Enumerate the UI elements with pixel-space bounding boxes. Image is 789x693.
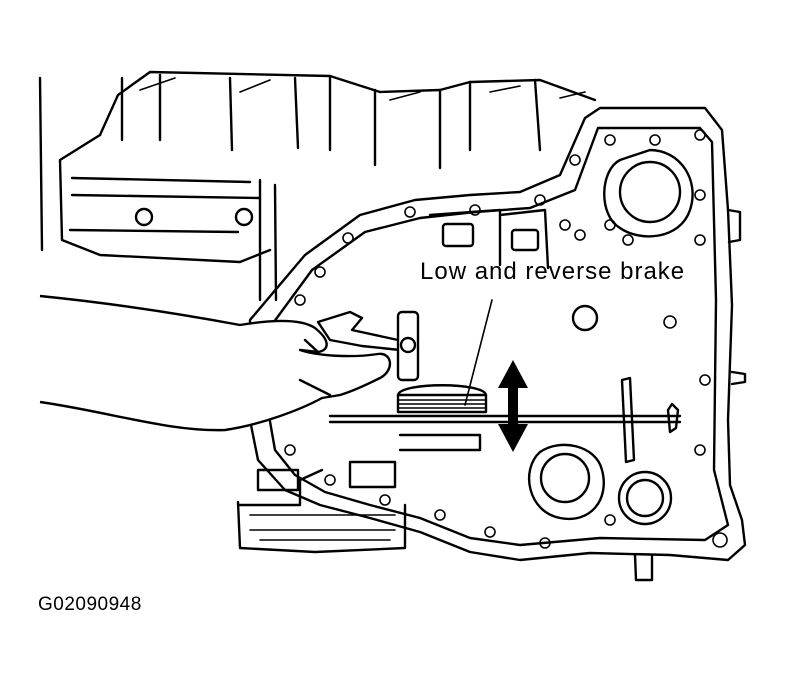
double-headed-arrow-icon <box>498 360 528 452</box>
valve-body <box>236 460 407 554</box>
figure-id: G02090948 <box>38 594 142 615</box>
hand-icon <box>39 294 420 432</box>
callout-label: Low and reverse brake <box>420 258 686 285</box>
air-gun-shaft <box>328 376 682 464</box>
bearing-bosses <box>527 148 694 526</box>
low-reverse-brake <box>396 299 493 414</box>
fluid-ports <box>428 208 550 270</box>
upper-housing <box>38 70 597 302</box>
